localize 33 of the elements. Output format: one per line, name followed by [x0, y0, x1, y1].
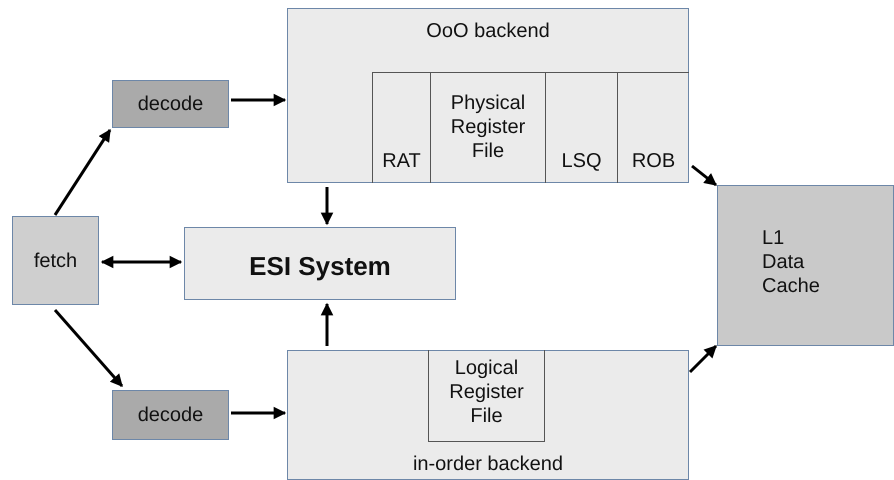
node-label: RAT: [381, 149, 422, 173]
node-label: decode: [136, 403, 204, 427]
node-label: OoO backend: [425, 19, 551, 43]
table-column: [428, 350, 545, 442]
arrow: [54, 309, 124, 387]
node-label: ESI System: [248, 251, 392, 281]
node-label: Logical Register File: [448, 356, 525, 428]
node-label: LSQ: [560, 149, 603, 173]
node-label: decode: [136, 92, 204, 116]
arrow: [100, 256, 182, 268]
arrow: [691, 164, 717, 186]
arrow: [320, 302, 334, 346]
node-label: in-order backend: [412, 452, 564, 476]
node-label: ROB: [630, 149, 676, 173]
arrow: [54, 128, 112, 216]
arrow: [231, 94, 286, 106]
table-column: [617, 72, 689, 183]
table-column: [430, 72, 545, 183]
cache-box: [717, 185, 894, 346]
arrow: [320, 187, 334, 226]
table-column: [545, 72, 617, 183]
system-box: [184, 227, 456, 300]
stage-box: [12, 216, 99, 305]
stage-box: [112, 390, 229, 440]
node-label: L1 Data Cache: [762, 226, 821, 298]
table-column: [372, 72, 430, 183]
backend-box: [287, 8, 689, 183]
node-label: Physical Register File: [450, 91, 526, 163]
backend-box: [287, 350, 689, 480]
arrow: [231, 406, 286, 420]
stage-box: [112, 80, 229, 128]
node-label: fetch: [32, 249, 78, 273]
arrow: [688, 344, 718, 374]
